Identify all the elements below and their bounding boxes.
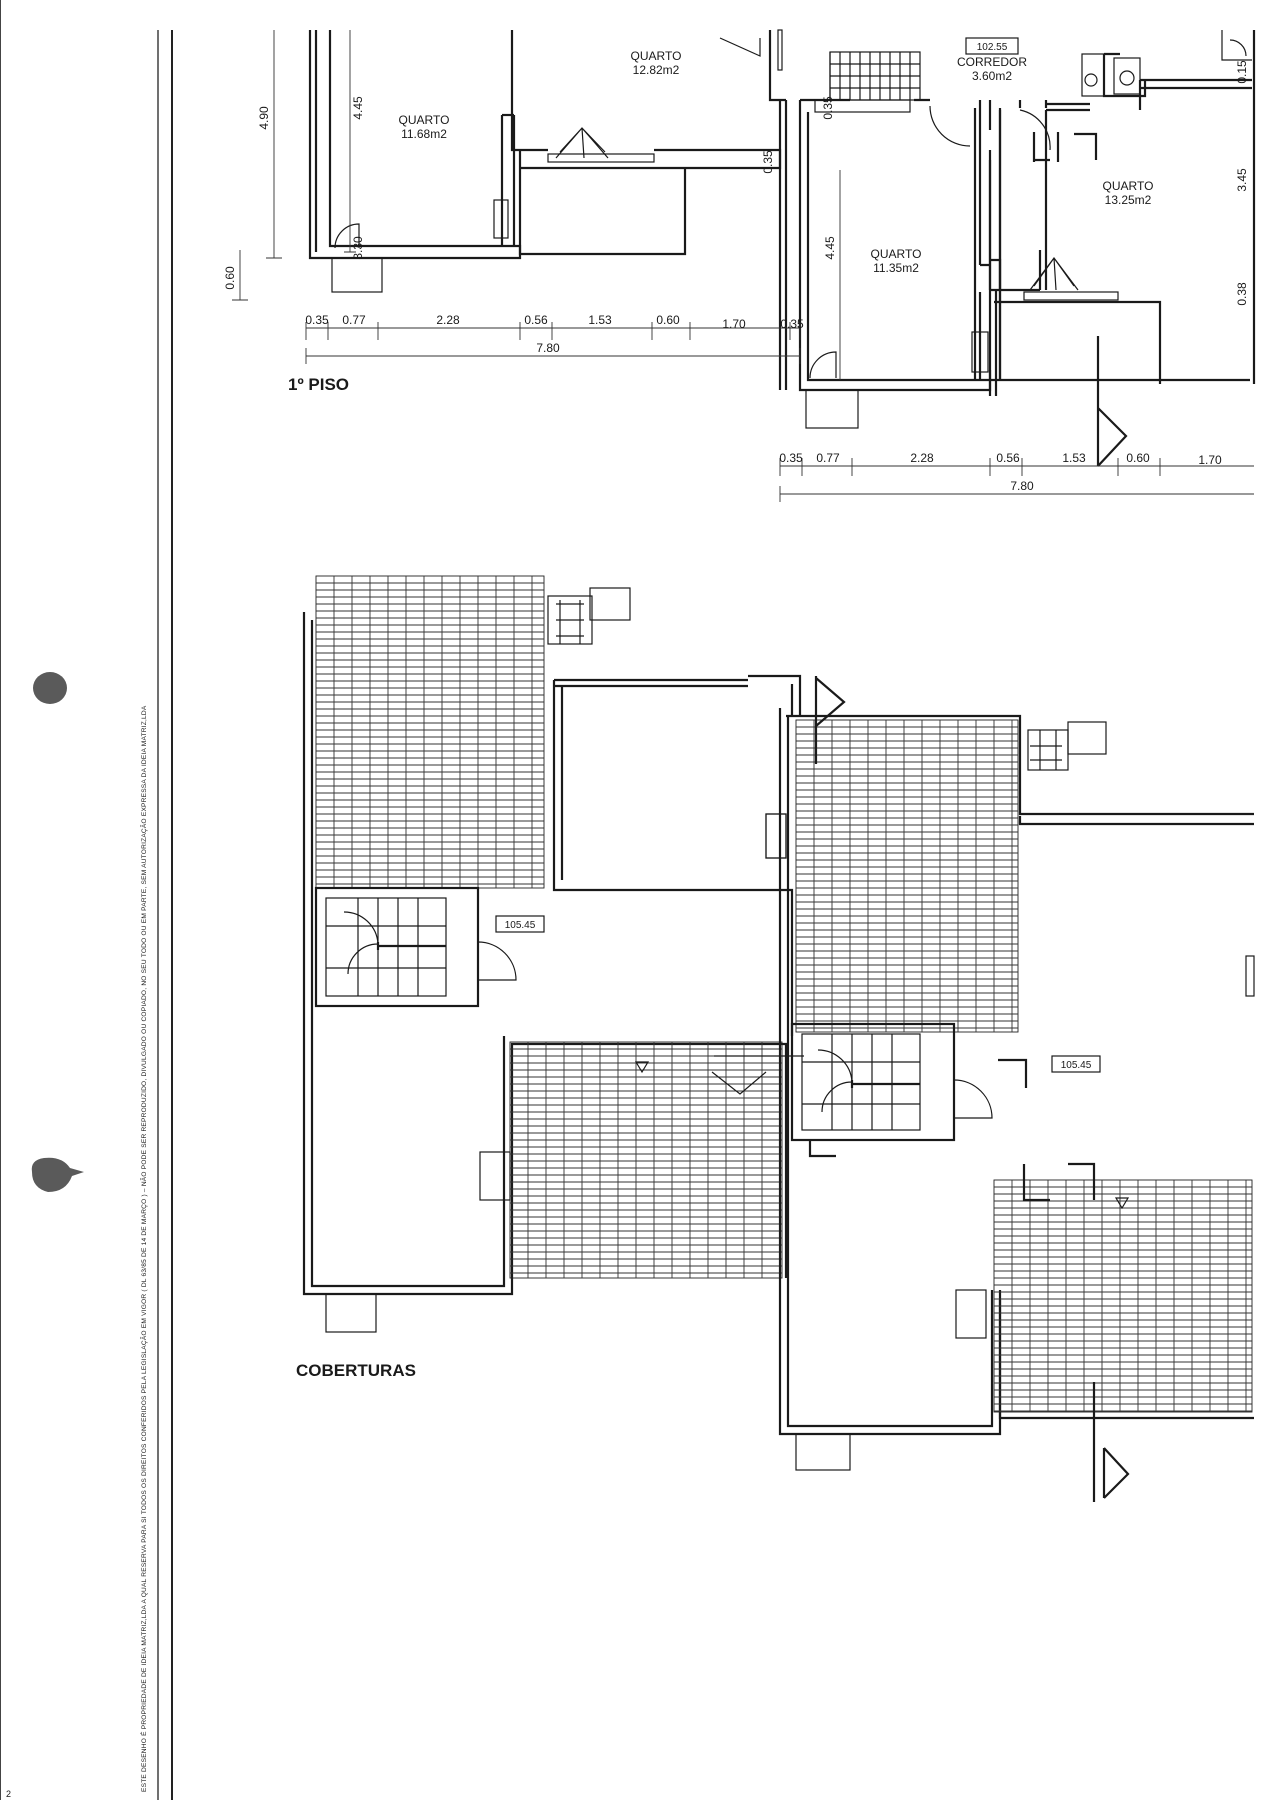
svg-text:105.45: 105.45: [505, 920, 536, 931]
svg-text:4.90: 4.90: [257, 106, 271, 130]
svg-text:0.56: 0.56: [996, 451, 1020, 465]
room-label: 102.55 CORREDOR 3.60m2: [957, 37, 1027, 83]
svg-text:0.60: 0.60: [1126, 451, 1150, 465]
svg-text:7.80: 7.80: [1010, 479, 1034, 493]
svg-text:0.35: 0.35: [761, 150, 775, 174]
room-label: QUARTO 11.35m2: [871, 247, 922, 275]
svg-text:QUARTO: QUARTO: [871, 247, 922, 261]
sheet-frame: 2: [0, 0, 173, 1800]
binder-hole-marks: [31, 672, 84, 1192]
roofs-title: COBERTURAS: [296, 1361, 416, 1380]
room-label: QUARTO 12.82m2: [631, 49, 682, 77]
svg-text:11.68m2: 11.68m2: [401, 127, 447, 141]
hatch-lines: [796, 720, 1018, 1032]
copyright-notice-block: ESTE DESENHO É PROPRIEDADE DE IDEIA MATR…: [139, 705, 148, 1792]
hatch-lines: [510, 1042, 782, 1278]
stair-core-left: 105.45: [314, 886, 545, 1008]
svg-text:CORREDOR: CORREDOR: [957, 55, 1027, 69]
dimension-row-1: 0.35 0.77 2.28 0.56 1.53 0.60 1.70 0.35 …: [305, 313, 804, 364]
svg-text:105.45: 105.45: [1061, 1060, 1092, 1071]
svg-text:QUARTO: QUARTO: [1103, 179, 1154, 193]
svg-text:1.70: 1.70: [722, 317, 746, 331]
svg-text:2.28: 2.28: [910, 451, 934, 465]
svg-text:12.82m2: 12.82m2: [633, 63, 680, 77]
roofs-plan: 105.45: [296, 575, 1255, 1502]
svg-text:0.38: 0.38: [1235, 282, 1249, 306]
roof-hatch-right-upper: [795, 719, 1019, 1033]
room-label: QUARTO 11.68m2: [399, 113, 450, 141]
roof-hatch-right-lower: [993, 1179, 1253, 1413]
roof-hatch-left-upper: [315, 575, 545, 889]
floor-1-plan: QUARTO 11.68m2 QUARTO 12.82m2 102.55 COR…: [223, 29, 1256, 502]
svg-text:0.56: 0.56: [524, 313, 548, 327]
svg-text:4.45: 4.45: [351, 96, 365, 120]
stain-mark: [33, 672, 67, 704]
svg-text:3.60m2: 3.60m2: [972, 69, 1012, 83]
svg-text:4.45: 4.45: [823, 236, 837, 260]
svg-text:1.53: 1.53: [1062, 451, 1086, 465]
room-label: QUARTO 13.25m2: [1103, 179, 1154, 207]
svg-text:0.15: 0.15: [1235, 60, 1249, 84]
svg-text:0.35: 0.35: [821, 96, 835, 120]
svg-text:1.53: 1.53: [588, 313, 612, 327]
svg-text:0.60: 0.60: [223, 266, 237, 290]
hatch-lines: [316, 576, 544, 888]
svg-text:13.25m2: 13.25m2: [1105, 193, 1152, 207]
dimension-row-2: 0.35 0.77 2.28 0.56 1.53 0.60 1.70 7.80: [779, 451, 1254, 502]
svg-text:102.55: 102.55: [977, 42, 1008, 53]
svg-text:0.35: 0.35: [305, 313, 329, 327]
svg-text:0.60: 0.60: [656, 313, 680, 327]
svg-text:0.35: 0.35: [780, 317, 804, 331]
svg-text:QUARTO: QUARTO: [399, 113, 450, 127]
svg-text:1.70: 1.70: [1198, 453, 1222, 467]
stain-mark: [31, 1157, 84, 1192]
svg-text:0.77: 0.77: [342, 313, 366, 327]
svg-text:3.30: 3.30: [351, 236, 365, 260]
hatch-lines: [994, 1180, 1252, 1412]
roof-hatch-left-lower: [509, 1041, 783, 1279]
svg-text:7.80: 7.80: [536, 341, 560, 355]
svg-text:3.45: 3.45: [1235, 168, 1249, 192]
copyright-notice: ESTE DESENHO É PROPRIEDADE DE IDEIA MATR…: [139, 705, 148, 1792]
page-corner-mark: 2: [6, 1789, 11, 1799]
svg-text:0.77: 0.77: [816, 451, 840, 465]
stair-core-right: 105.45: [790, 1022, 1101, 1158]
svg-text:11.35m2: 11.35m2: [873, 261, 919, 275]
floor-1-title: 1º PISO: [288, 375, 349, 394]
svg-text:2.28: 2.28: [436, 313, 460, 327]
vertical-dimensions: 4.90 4.45 0.60 4.45 3.45 0.38 3.30 0.15 …: [223, 30, 1249, 380]
svg-text:QUARTO: QUARTO: [631, 49, 682, 63]
svg-text:0.35: 0.35: [779, 451, 803, 465]
